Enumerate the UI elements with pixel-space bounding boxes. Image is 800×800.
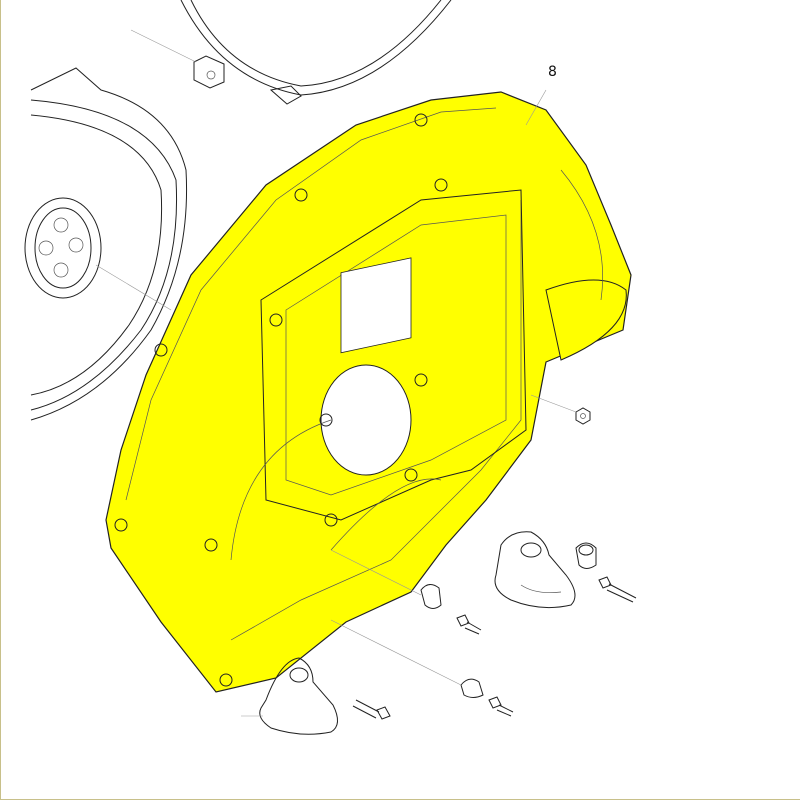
callout-leader-8 [525,89,547,126]
clamp-right [575,542,597,569]
clamp-lower [330,619,484,698]
screw-left [352,699,391,720]
clamp-middle [330,549,442,609]
mounting-foot-right [494,531,576,609]
screw-right [598,576,637,603]
screw-lower [488,696,514,717]
blower-housing-part-8 [105,91,632,693]
mounting-foot-left [241,657,338,735]
callout-label-8: 8 [548,64,557,80]
impeller-ring [24,67,188,421]
screw-middle [456,614,482,635]
nut [530,394,591,425]
fan-cover-top [130,0,452,105]
